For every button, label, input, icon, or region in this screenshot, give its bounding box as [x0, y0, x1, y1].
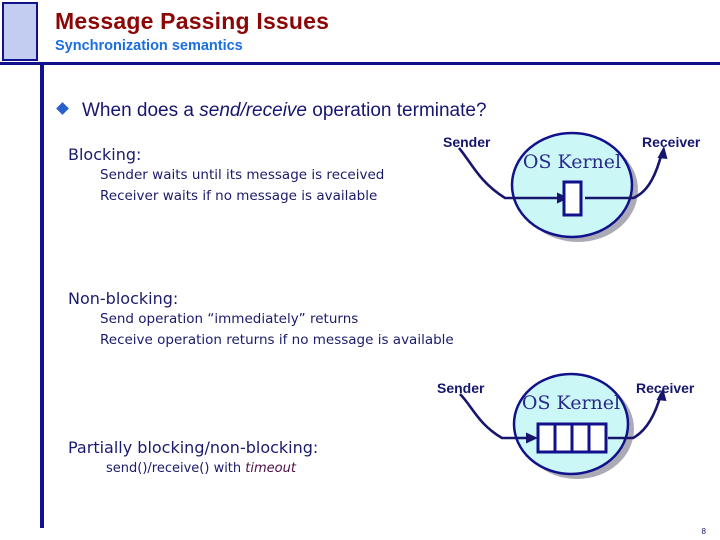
timeout-emphasis: timeout	[245, 461, 296, 476]
blocking-section: Blocking: Sender waits until its message…	[68, 145, 384, 207]
kernel-label: OS Kernel	[522, 392, 620, 414]
blocking-line-2: Receiver waits if no message is availabl…	[100, 188, 378, 204]
slide-corner-accent	[2, 2, 38, 61]
slide-divider-vertical	[40, 62, 44, 528]
diamond-bullet-icon	[56, 102, 69, 115]
nonblocking-line-2: Receive operation returns if no message …	[100, 332, 454, 348]
receiver-label: Receiver	[642, 134, 701, 150]
partial-blocking-heading: Partially blocking/non-blocking:	[68, 438, 319, 457]
page-number: 8	[701, 527, 706, 536]
nonblocking-line-1: Send operation “immediately” returns	[100, 311, 359, 327]
receiver-arrow-head	[656, 388, 667, 401]
partial-blocking-section: Partially blocking/non-blocking: send()/…	[68, 438, 318, 479]
kernel-label: OS Kernel	[523, 151, 621, 173]
sender-arrow-head	[526, 432, 538, 444]
blocking-lines: Sender waits until its message is receiv…	[68, 165, 384, 207]
nonblocking-heading: Non-blocking:	[68, 289, 179, 308]
nonblocking-section: Non-blocking: Send operation “immediatel…	[68, 289, 470, 351]
page-title: Message Passing Issues	[55, 8, 330, 34]
kernel-buffer	[536, 422, 608, 454]
nonblocking-diagram: OS Kernel Sender Receiver	[428, 372, 708, 502]
partial-blocking-lines: send()/receive() with timeout	[68, 458, 318, 479]
partial-blocking-line-1: send()/receive() with timeout	[106, 458, 318, 479]
blocking-diagram: OS Kernel Sender Receiver	[435, 130, 715, 260]
main-bullet-text: When does a send/receive operation termi…	[82, 100, 487, 122]
nonblocking-lines: Send operation “immediately” returns Rec…	[68, 309, 470, 351]
nonblocking-diagram-graphic: OS Kernel	[459, 372, 667, 479]
sender-label: Sender	[443, 134, 491, 150]
receiver-label: Receiver	[636, 380, 695, 396]
buffer-slot	[562, 180, 583, 217]
bullet-emphasis-text: send/receive	[199, 100, 307, 121]
page-subtitle: Synchronization semantics	[55, 38, 243, 54]
sender-label: Sender	[437, 380, 485, 396]
header-divider-horizontal	[0, 62, 720, 65]
receiver-arrow-head	[657, 146, 668, 159]
kernel-buffer	[562, 180, 583, 217]
blocking-line-1: Sender waits until its message is receiv…	[100, 167, 385, 183]
main-bullet: When does a send/receive operation termi…	[56, 100, 487, 122]
sender-arrow-path	[458, 147, 557, 200]
blocking-diagram-graphic: OS Kernel	[458, 131, 668, 242]
bullet-lead-text: When does a	[82, 100, 200, 121]
sender-arrow-path	[459, 393, 526, 440]
partial-blocking-prefix: send()/receive() with	[106, 461, 246, 476]
blocking-heading: Blocking:	[68, 145, 142, 164]
bullet-trail-text: operation terminate?	[306, 100, 487, 121]
